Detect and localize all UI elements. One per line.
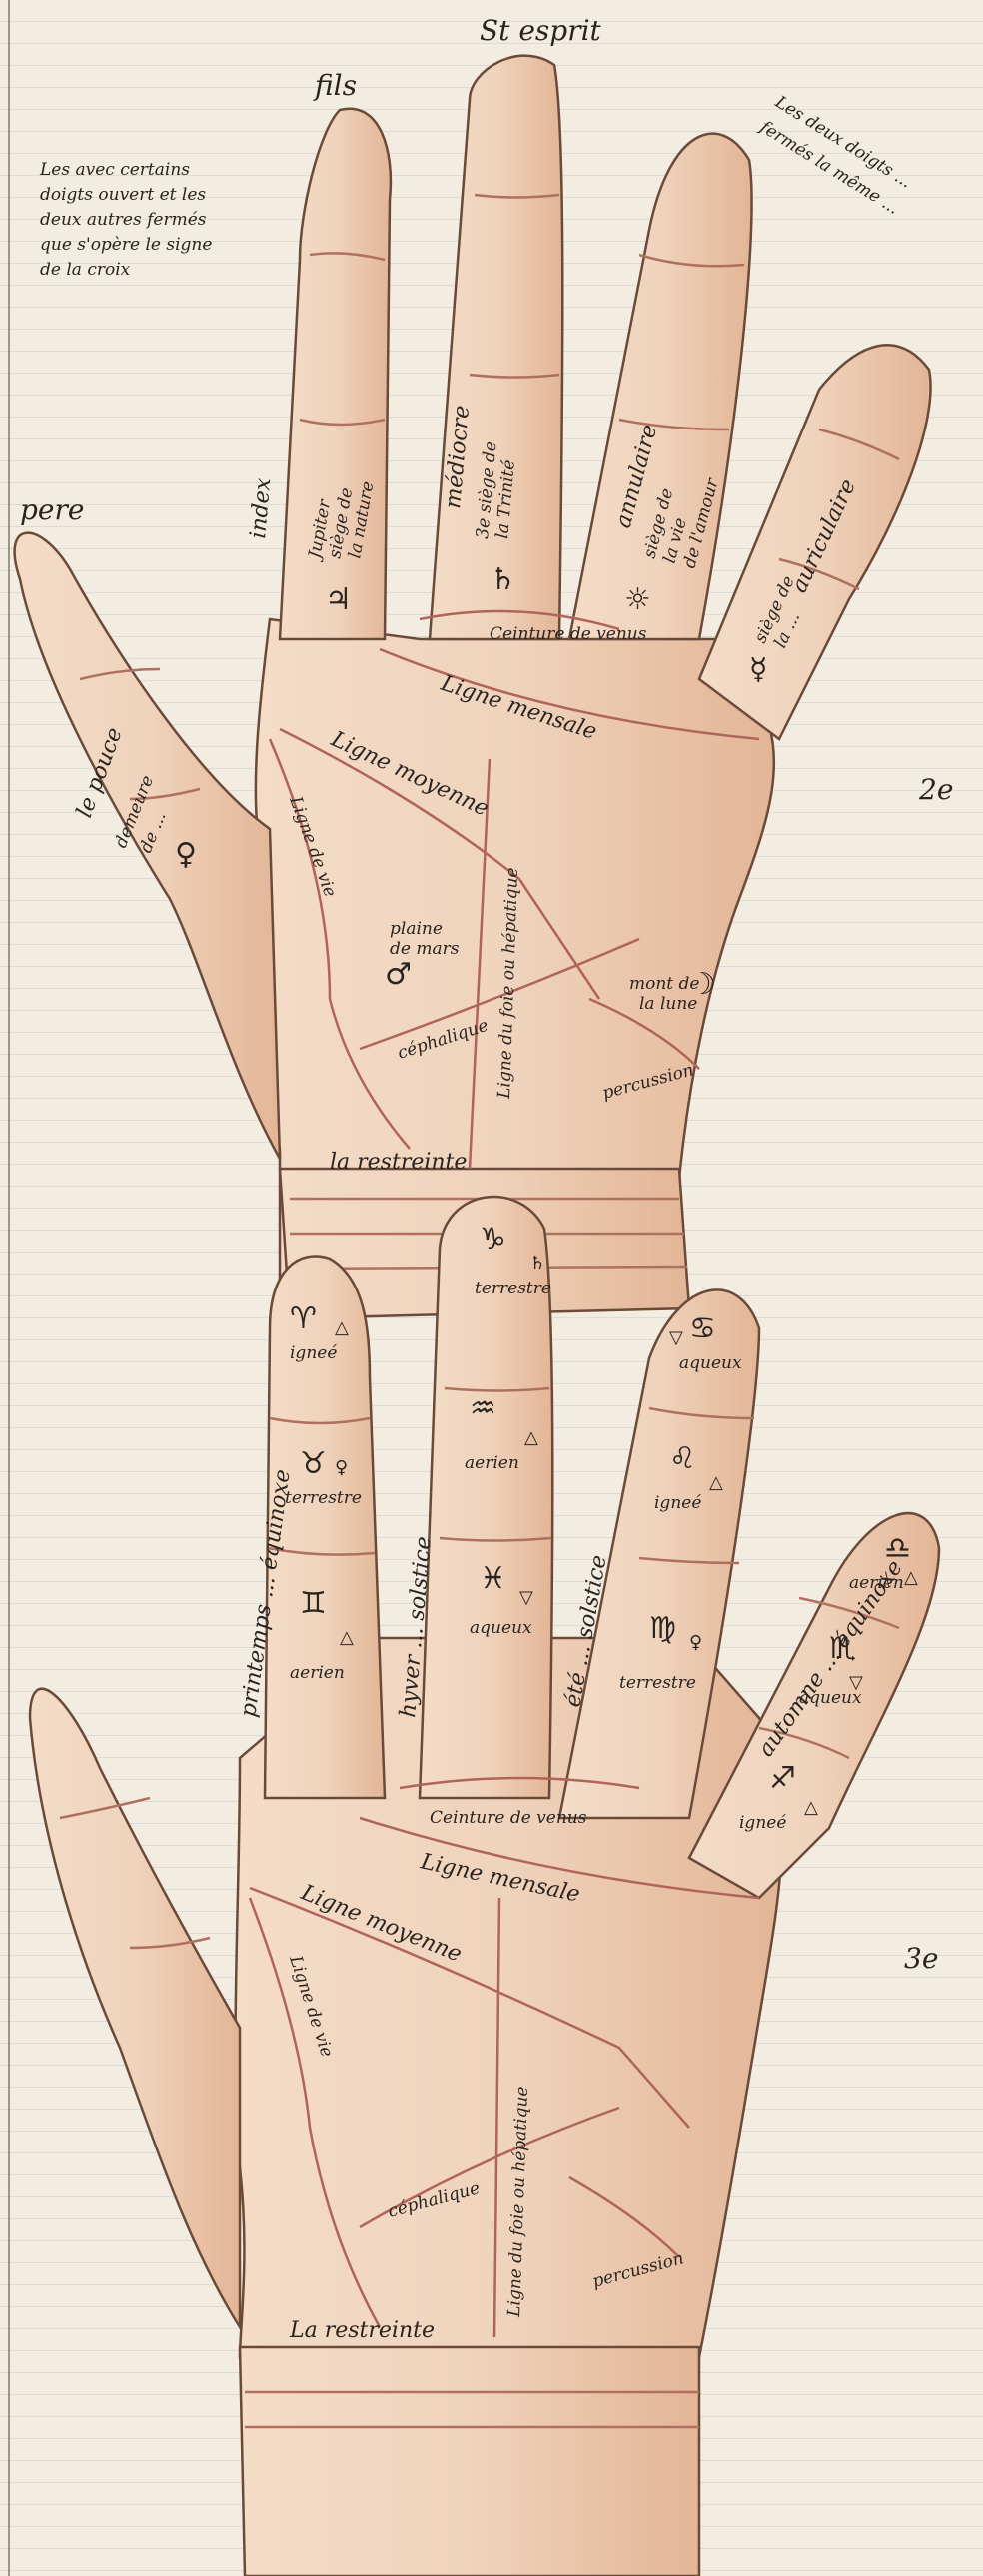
jupiter-symbol: ♃ [325, 582, 352, 617]
note-left-line: doigts ouvert et les [40, 185, 206, 205]
element-symbol: ▽ [669, 1327, 683, 1348]
mars-symbol: ♂ [385, 957, 412, 992]
line-label-ceinture: Ceinture de venus [490, 624, 647, 644]
line-label-restreinte: La restreinte [289, 2318, 435, 2343]
element-label: igneé [739, 1813, 786, 1833]
line-label-restreinte: la restreinte [330, 1150, 467, 1175]
label-saint-esprit: St esprit [480, 14, 602, 47]
element-symbol: ♀ [689, 1632, 702, 1653]
note-left-line: deux autres fermés [40, 210, 207, 230]
mercury-symbol: ☿ [749, 652, 767, 687]
element-symbol: ♀ [335, 1457, 348, 1478]
zodiac-sign: ♍ [649, 1611, 676, 1646]
zodiac-sign: ♋ [689, 1311, 716, 1346]
element-symbol: ▽ [519, 1587, 533, 1608]
plaine-line: de mars [390, 939, 460, 959]
element-symbol: △ [804, 1797, 818, 1818]
element-label: terrestre [619, 1673, 696, 1693]
note-left-line: de la croix [40, 260, 131, 280]
zodiac-sign: ♒ [470, 1391, 496, 1426]
element-symbol: △ [904, 1567, 918, 1588]
element-label: aqueux [470, 1618, 532, 1638]
zodiac-sign: ♏ [829, 1631, 856, 1666]
saturn-symbol: ♄ [490, 562, 516, 597]
zodiac-sign: ♌ [669, 1441, 696, 1476]
element-symbol: △ [524, 1427, 538, 1448]
zodiac-sign: ♎ [884, 1531, 911, 1566]
finger-label-index: index [246, 476, 276, 539]
sun-symbol: ☼ [624, 582, 651, 617]
element-symbol: ♄ [529, 1253, 545, 1274]
element-label: terrestre [475, 1279, 551, 1298]
note-left-line: que s'opère le signe [40, 235, 212, 255]
venus-symbol: ♀ [175, 837, 197, 872]
label-pere: pere [20, 493, 84, 526]
element-label: aerien [465, 1453, 519, 1473]
element-symbol: △ [709, 1472, 723, 1493]
element-label: aerien [290, 1663, 345, 1683]
label-fils: fils [313, 69, 357, 102]
plaine-line: plaine [390, 919, 443, 939]
element-label: igneé [654, 1493, 701, 1513]
element-label: aqueux [799, 1688, 862, 1708]
element-symbol: △ [340, 1627, 354, 1648]
line-label-ceinture: Ceinture de venus [430, 1808, 587, 1828]
note-left-line: Les avec certains [39, 160, 190, 180]
zodiac-sign: ♈ [290, 1301, 317, 1336]
mont-lune-line: la lune [639, 994, 697, 1014]
figure-number-2: 2e [918, 773, 953, 806]
zodiac-sign: ♊ [300, 1586, 327, 1621]
hand-two-wrist [240, 2347, 699, 2576]
hand-two-thumb [30, 1689, 240, 2327]
zodiac-sign: ♉ [300, 1446, 327, 1481]
zodiac-sign: ♐ [769, 1761, 796, 1796]
hand-one-index [280, 109, 391, 639]
zodiac-sign: ♑ [480, 1222, 506, 1257]
element-symbol: △ [335, 1317, 349, 1338]
hand-one-ring [569, 134, 752, 639]
figure-number-3: 3e [904, 1942, 938, 1975]
zodiac-sign: ♓ [480, 1561, 506, 1596]
hand-one-middle [430, 56, 562, 639]
element-label: aerien [849, 1573, 904, 1593]
element-label: aqueux [679, 1353, 742, 1373]
mont-lune-line: mont de [629, 974, 699, 994]
element-label: igneé [290, 1343, 337, 1363]
element-label: terrestre [285, 1488, 362, 1508]
